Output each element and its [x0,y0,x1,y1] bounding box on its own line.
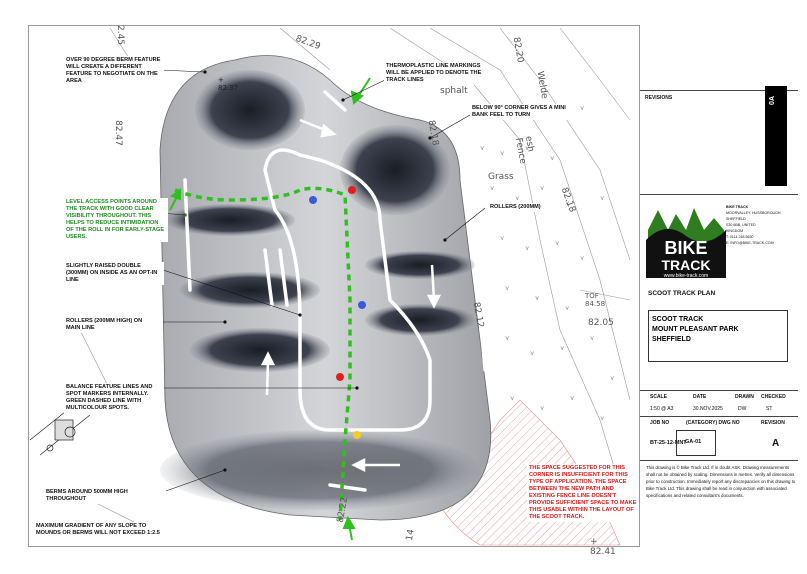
value-revision: A [772,438,780,449]
leader-lines [159,69,486,493]
value-job: BT-25-12-MNT [650,440,687,446]
svg-text:⋎: ⋎ [510,395,515,402]
header-drawn: DRAWN [735,394,754,400]
access-arrows [169,77,371,541]
spot-level: + 82.37 [218,76,239,92]
svg-text:⋎: ⋎ [490,185,495,192]
bike-track-logo: BIKE TRACK www.bike-track.com [646,208,726,279]
mounds [160,70,480,510]
site-line: MOUNT PLEASANT PARK [652,326,739,333]
grass-label: Grass [488,172,514,182]
note-gradient: MAXIMUM GRADIENT OF ANY SLOPE TO MOUNDS … [34,522,164,538]
logo-word-track: TRACK [662,257,711,273]
level-label: 2.45 [115,24,126,46]
level-label: + 82.41 [590,537,616,557]
value-checked: ST [766,406,773,412]
svg-text:⋎: ⋎ [590,335,595,342]
level-label: 82.47 [112,120,123,146]
drawing-frame [28,25,640,547]
svg-text:⋎: ⋎ [515,195,520,202]
header-revision: REVISION [761,420,785,426]
address-line: T: 0114 248 5630 [726,235,754,239]
header-dwg: (CATEGORY) DWG NO [686,420,740,426]
value-scale: 1:50 @ A3 [650,406,674,412]
svg-text:⋎: ⋎ [540,405,545,412]
drawing-title: SCOOT TRACK PLAN [648,290,716,297]
svg-text:⋎: ⋎ [505,335,510,342]
title-divider [640,390,798,391]
revisions-label: REVISIONS [645,95,673,101]
note-berm: OVER 90 DEGREE BERM FEATURE WILL CREATE … [64,56,164,86]
company-name: BIKE TRACK [726,205,749,209]
level-label: 82.05 [588,318,614,328]
header-job: JOB NO [650,420,670,426]
svg-text:⋎: ⋎ [570,395,575,402]
note-thermoplastic: THERMOPLASTIC LINE MARKINGS WILL BE APPL… [384,62,484,85]
header-checked: CHECKED [761,394,786,400]
site-line: SHEFFIELD [652,336,691,343]
logo-word-bike: BIKE [664,238,707,258]
site-box: SCOOT TRACK MOUNT PLEASANT PARK SHEFFIEL… [648,310,788,362]
header-date: DATE [693,394,707,400]
logo-url: www.bike-track.com [664,273,708,279]
note-rollers-right: ROLLERS (200MM) [488,203,552,212]
title-divider [640,416,798,417]
title-divider [640,460,798,461]
track-lines [183,90,487,492]
dwg-number-box: GA-01 [676,430,716,456]
note-raised-double: SLIGHTLY RAISED DOUBLE (300MM) ON INSIDE… [64,262,164,285]
note-warning: THE SPACE SUGGESTED FOR THIS CORNER IS I… [527,464,639,522]
svg-text:⋎: ⋎ [560,345,565,352]
site-line: SCOOT TRACK [652,316,704,323]
disclaimer: This drawing is © Bike Track Ltd. If in … [646,465,796,498]
svg-text:⋎: ⋎ [555,240,560,247]
address-line: KINGDOM [726,229,744,233]
value-drawn: DW [738,406,747,412]
header-scale: SCALE [650,394,667,400]
note-balance: BALANCE FEATURE LINES AND SPOT MARKERS I… [64,383,164,413]
svg-text:⋎: ⋎ [500,150,505,157]
svg-text:⋎: ⋎ [600,195,605,202]
note-berms-around: BERMS AROUND 500MM HIGH THROUGHOUT [44,488,166,504]
svg-text:⋎: ⋎ [580,255,585,262]
svg-text:⋎: ⋎ [535,295,540,302]
balance-line [174,186,352,521]
svg-text:⋎: ⋎ [525,145,530,152]
address-line: MOORVALLEY, HUSSBOROUGH, [726,211,782,215]
svg-text:⋎: ⋎ [580,105,585,112]
svg-text:⋎: ⋎ [565,200,570,207]
svg-text:⋎: ⋎ [530,350,535,357]
company-address: BIKE TRACK MOORVALLEY, HUSSBOROUGH, SHEF… [726,204,782,246]
title-divider [640,90,798,91]
grass-symbols: ⋎⋎⋎⋎ ⋎⋎⋎⋎ ⋎⋎⋎⋎ ⋎⋎⋎ ⋎⋎⋎⋎ ⋎⋎⋎⋎ ⋎⋎⋎⋎ [470,105,615,422]
svg-text:⋎: ⋎ [565,305,570,312]
address-line: E: INFO@BIKE-TRACK.COM [726,241,774,245]
note-access: LEVEL ACCESS POINTS AROUND THE TRACK WIT… [64,198,168,242]
spot-markers [183,186,366,439]
level-label: TOF 84.58 [585,292,606,308]
address-line: S30 6BB, UNITED [726,223,756,227]
svg-text:⋎: ⋎ [540,185,545,192]
svg-text:⋎: ⋎ [500,235,505,242]
svg-text:⋎: ⋎ [550,155,555,162]
direction-arrows [260,118,442,473]
value-date: 30.NOV.2025 [693,406,723,412]
address-line: SHEFFIELD [726,217,746,221]
note-rollers-main: ROLLERS (200MM HIGH) ON MAIN LINE [64,317,158,333]
surface-label: sphalt [440,86,468,96]
note-corner: BELOW 90° CORNER GIVES A MINI BANK FEEL … [470,104,572,120]
svg-text:⋎: ⋎ [480,145,485,152]
revision-badge: 0A [765,86,787,186]
level-label: 14 [404,528,417,542]
svg-text:⋎: ⋎ [525,245,530,252]
title-divider [640,194,798,195]
svg-text:⋎: ⋎ [505,285,510,292]
fence-label: esh Fence [513,135,536,165]
svg-text:⋎: ⋎ [610,375,615,382]
svg-text:⋎: ⋎ [600,415,605,422]
value-dwg: GA-01 [685,439,702,445]
